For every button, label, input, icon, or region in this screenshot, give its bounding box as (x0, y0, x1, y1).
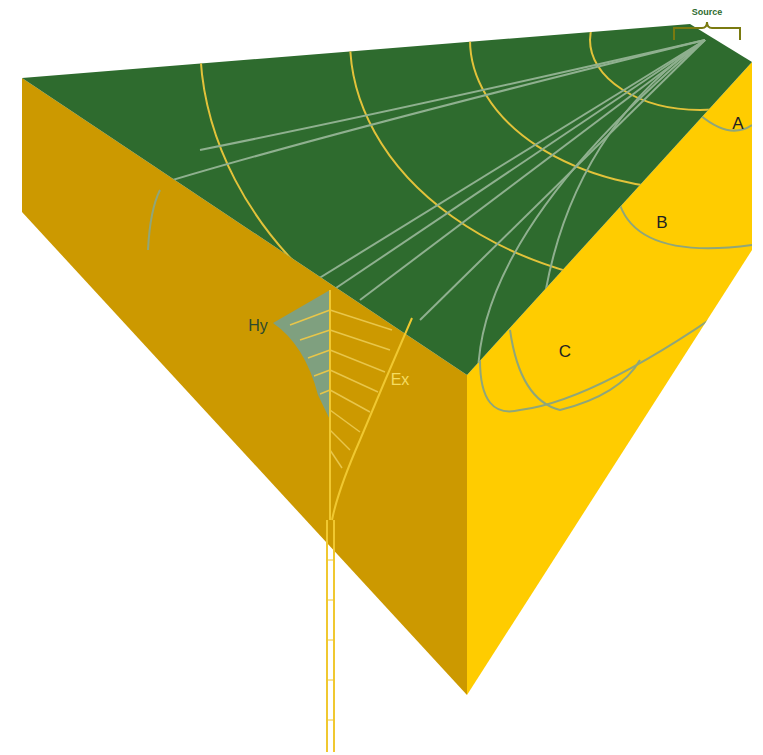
borehole-ticks (327, 560, 334, 720)
depth-contour (148, 190, 160, 250)
zone-label: C (559, 343, 571, 360)
zone-label: B (656, 214, 667, 231)
source-bracket (674, 22, 740, 40)
profile-hatching (290, 310, 392, 468)
hy-profile (273, 290, 330, 420)
source-label: Source (692, 8, 723, 17)
zone-label: A (732, 115, 743, 132)
field-label: Hy (248, 318, 268, 334)
field-lines (140, 0, 763, 420)
top-face (22, 24, 752, 375)
ex-profile (332, 318, 412, 520)
depth-contours (480, 115, 752, 411)
borehole (327, 290, 334, 752)
field-label: Ex (391, 372, 410, 388)
